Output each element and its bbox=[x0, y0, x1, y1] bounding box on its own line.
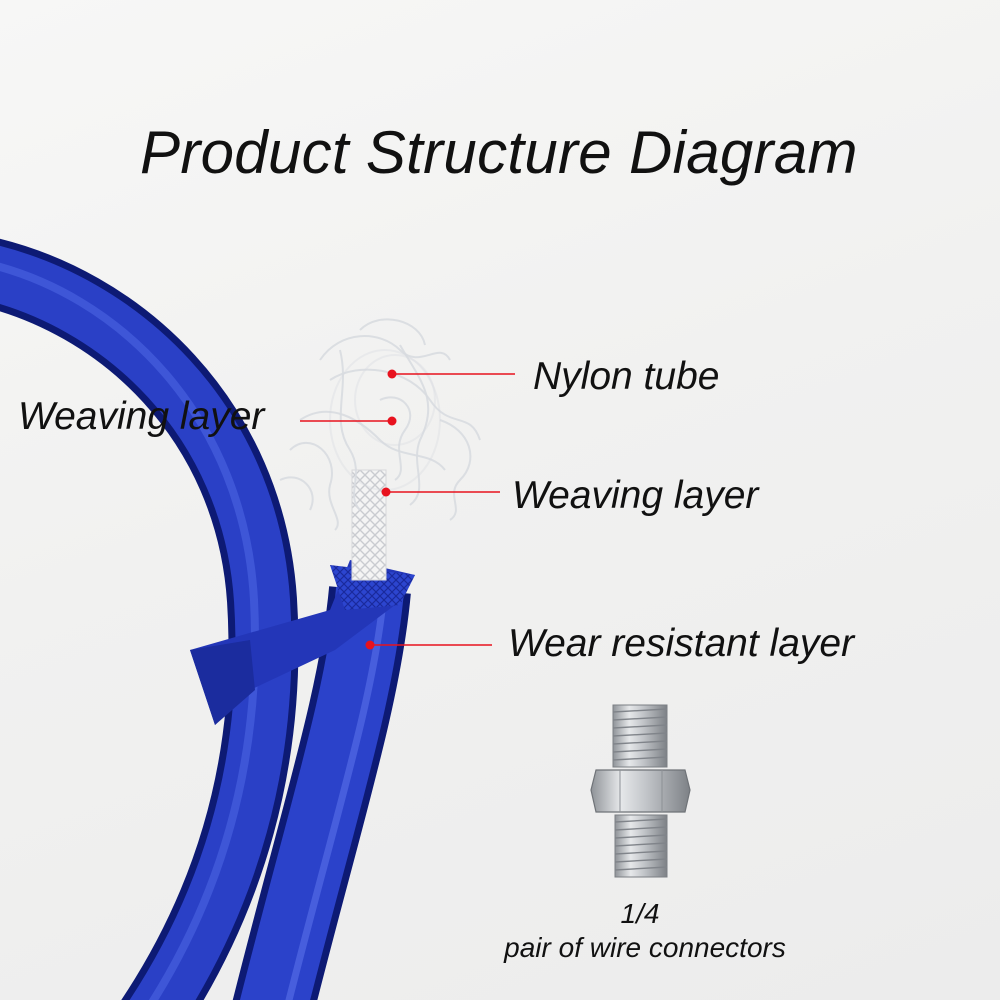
label-nylon-tube: Nylon tube bbox=[533, 355, 720, 398]
pointer-weaving-left bbox=[300, 416, 397, 426]
pointer-dot bbox=[365, 640, 375, 650]
pointer-wear bbox=[365, 640, 492, 650]
label-weaving-layer-right: Weaving layer bbox=[512, 474, 759, 517]
hose-loop bbox=[0, 238, 299, 1000]
pointer-dot bbox=[381, 487, 391, 497]
label-wear-resistant-layer: Wear resistant layer bbox=[508, 622, 855, 665]
pointer-nylon bbox=[387, 369, 515, 379]
hose-main bbox=[232, 586, 411, 1000]
pointer-weaving-right bbox=[381, 487, 500, 497]
connector-size: 1/4 bbox=[620, 898, 660, 929]
pointer-dot bbox=[387, 416, 397, 426]
page-title: Product Structure Diagram bbox=[140, 119, 858, 186]
pointer-dot bbox=[387, 369, 397, 379]
wire-connector-icon bbox=[590, 704, 691, 878]
label-weaving-layer-left: Weaving layer bbox=[18, 395, 265, 438]
connector-description: pair of wire connectors bbox=[504, 932, 786, 963]
wear-layer-flap bbox=[190, 560, 415, 725]
weaving-core bbox=[351, 469, 387, 581]
nylon-fibers bbox=[279, 318, 481, 531]
